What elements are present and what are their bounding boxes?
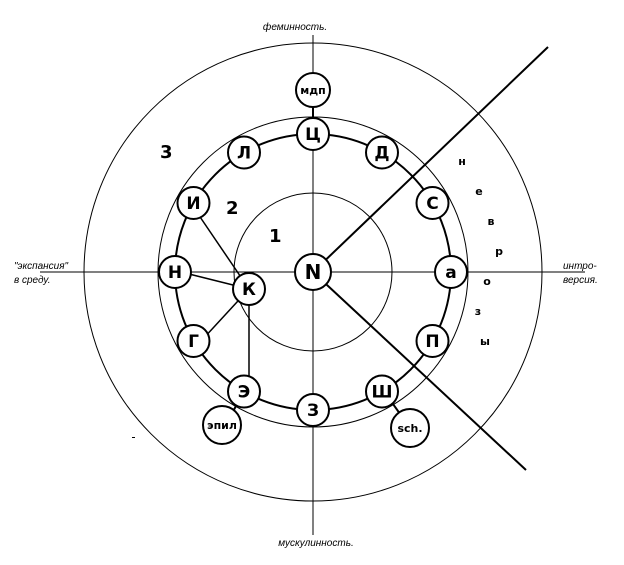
ring-node-label: Ц <box>305 125 321 145</box>
ring-node: Ц <box>296 117 330 151</box>
svg-text:К: К <box>242 280 256 300</box>
ring-node-label: а <box>445 263 456 283</box>
ring-node-circle <box>227 135 261 170</box>
node-mdp: мдп <box>295 72 331 108</box>
axis-label-right-1: интро- <box>563 261 597 272</box>
svg-text:эпил: эпил <box>207 419 237 432</box>
neurosis-letter: о <box>483 275 491 288</box>
ring-node: З <box>296 393 330 427</box>
neurosis-letter: р <box>495 245 503 258</box>
ring-node-circle <box>296 393 330 427</box>
svg-text:N: N <box>305 260 322 284</box>
svg-text:sch.: sch. <box>397 422 422 435</box>
neurosis-letter: ы <box>480 335 490 348</box>
node-sch: sch. <box>390 408 430 448</box>
diagonal-upper-right <box>312 46 549 273</box>
node-center-n: N <box>294 253 332 291</box>
neurosis-label: н е в р о з ы <box>458 155 503 348</box>
ring-node: Г <box>176 324 211 358</box>
ring-nodes: Ц Д СаП Ш З Э Г Н И Л <box>158 117 468 427</box>
ring-node-circle <box>434 255 468 289</box>
neurosis-letter: в <box>488 215 495 228</box>
node-epil: эпил <box>202 405 242 445</box>
zone-label-3: 3 <box>160 142 173 163</box>
ring-node-circle <box>296 117 330 151</box>
axis-label-top: феминность. <box>263 21 327 33</box>
ring-node-label: Н <box>168 263 182 283</box>
ring-node-circle <box>415 186 450 220</box>
ring-node-circle <box>176 324 211 358</box>
ring-node-label: И <box>186 194 200 214</box>
ring-node-label: Э <box>238 383 250 403</box>
zone-label-2: 2 <box>226 198 239 219</box>
ring-node-circle <box>415 324 450 358</box>
ring-node-label: Г <box>188 332 199 352</box>
ring-node: а <box>434 255 468 289</box>
inner-circle <box>233 192 393 352</box>
ring-node-label: П <box>425 332 439 352</box>
ring-node-label: Ш <box>371 383 392 403</box>
axis-label-bottom: мускулинность. <box>278 538 354 549</box>
ring-node-label: З <box>307 401 319 421</box>
ring-node-label: Л <box>237 143 251 163</box>
neurosis-letter: е <box>475 185 482 198</box>
ring-node: Ш <box>365 374 399 409</box>
ring-node: И <box>176 186 211 220</box>
ring-node-circle <box>176 186 211 220</box>
ring-node: Н <box>158 255 192 289</box>
ring-node-circle <box>365 374 399 409</box>
zone-label-1: 1 <box>269 226 282 247</box>
ring-node: П <box>415 324 450 358</box>
stray-mark <box>132 437 135 438</box>
ring-node-label: С <box>426 194 438 214</box>
neurosis-letter: з <box>475 305 481 318</box>
ring-node: С <box>415 186 450 220</box>
ring-node-circle <box>158 255 192 289</box>
svg-text:мдп: мдп <box>300 84 325 97</box>
axis-label-right-2: версия. <box>563 275 598 286</box>
axis-label-left-1: "экспансия" <box>14 261 69 272</box>
node-k: К <box>232 272 266 306</box>
diagonal-lower-right <box>312 271 527 471</box>
axis-label-left-2: в среду. <box>14 275 51 286</box>
outer-circle <box>83 42 543 502</box>
ring-node: Э <box>227 374 261 409</box>
ring-node-label: Д <box>374 143 389 163</box>
ring-node: Л <box>227 135 261 170</box>
neurosis-letter: н <box>458 155 466 168</box>
ring-node-circle <box>227 374 261 409</box>
ring-node-circle <box>365 135 399 170</box>
ring-node: Д <box>365 135 399 170</box>
